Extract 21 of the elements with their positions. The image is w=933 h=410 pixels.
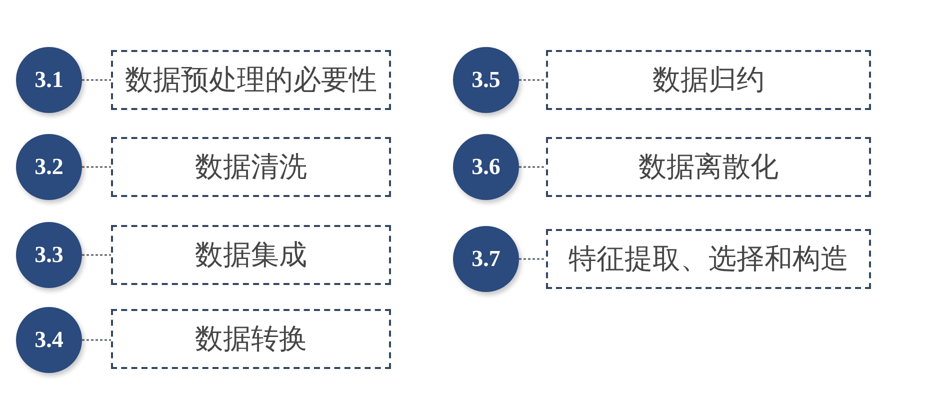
section-number-circle: 3.7 bbox=[453, 226, 519, 292]
section-number-circle: 3.3 bbox=[16, 222, 82, 288]
topic-box: 数据集成 bbox=[111, 225, 391, 285]
section-number-circle: 3.6 bbox=[453, 134, 519, 200]
section-number-circle: 3.5 bbox=[453, 47, 519, 113]
section-number-circle: 3.1 bbox=[16, 47, 82, 113]
connector-line bbox=[519, 258, 546, 260]
connector-line bbox=[82, 254, 111, 256]
connector-line bbox=[519, 79, 546, 81]
topic-box: 数据转换 bbox=[111, 309, 391, 369]
connector-line bbox=[82, 166, 111, 168]
connector-line bbox=[82, 79, 111, 81]
connector-line bbox=[82, 339, 111, 341]
connector-line bbox=[519, 166, 546, 168]
section-number-circle: 3.2 bbox=[16, 134, 82, 200]
topic-box: 数据离散化 bbox=[546, 137, 871, 197]
topic-box: 数据预处理的必要性 bbox=[111, 50, 391, 110]
section-number-circle: 3.4 bbox=[16, 307, 82, 373]
topic-box: 数据清洗 bbox=[111, 137, 391, 197]
topic-box: 数据归约 bbox=[546, 50, 871, 110]
topic-box: 特征提取、选择和构造 bbox=[546, 229, 871, 289]
